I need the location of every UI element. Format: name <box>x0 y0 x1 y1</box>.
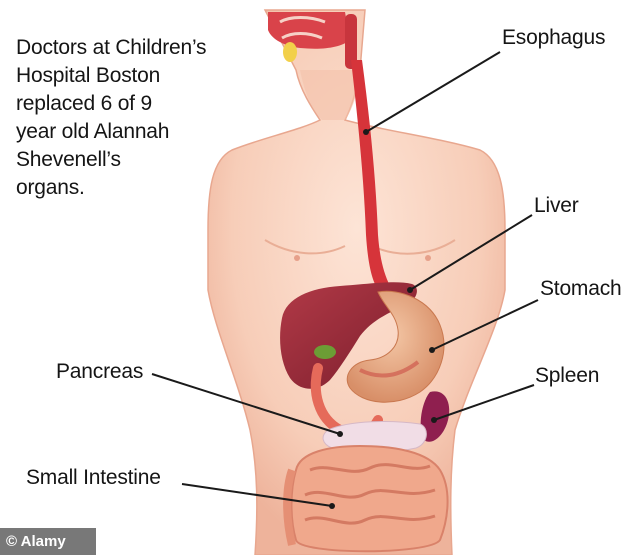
liver-label: Liver <box>534 194 579 218</box>
small-intestine-label: Small Intestine <box>26 466 161 490</box>
esophagus-label: Esophagus <box>502 26 605 50</box>
spleen-label: Spleen <box>535 364 599 388</box>
caption-text: Doctors at Children’s Hospital Boston re… <box>16 34 246 202</box>
esophagus-leader-line <box>366 52 500 132</box>
gallbladder-organ <box>314 345 336 359</box>
alamy-watermark: © Alamy <box>0 528 96 555</box>
pancreas-label: Pancreas <box>56 360 143 384</box>
stomach-label: Stomach <box>540 277 621 301</box>
small-intestine-organ <box>287 446 447 551</box>
